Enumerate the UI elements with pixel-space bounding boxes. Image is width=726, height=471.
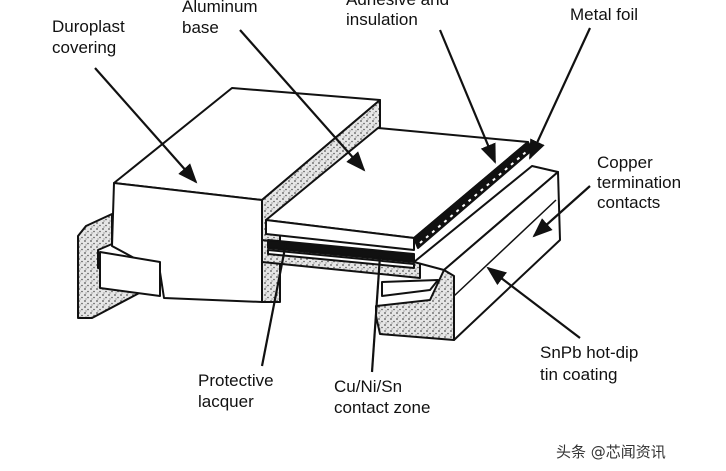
leader-snpb (486, 266, 581, 339)
leader-metal-foil (529, 27, 591, 160)
leader-adhesive (438, 29, 497, 164)
watermark-text: 头条 @芯闻资讯 (556, 443, 666, 461)
leader-copper (532, 185, 591, 238)
right-termination (375, 165, 561, 341)
label-snpb-coating: SnPb hot-dip tin coating (540, 343, 643, 384)
leader-contact-zone (370, 255, 382, 373)
leader-aluminum (239, 29, 366, 172)
label-duroplast: Duroplast covering (52, 17, 130, 57)
label-copper-contacts: Copper termination contacts (597, 153, 686, 212)
label-aluminum-base: Aluminum base (182, 0, 262, 37)
label-contact-zone: Cu/Ni/Sn contact zone (334, 377, 430, 417)
leader-lacquer (260, 242, 288, 367)
label-adhesive-insulation: Adhesive and insulation (346, 0, 454, 29)
label-protective-lacquer: Protective lacquer (198, 371, 278, 411)
labels: Duroplast covering Aluminum base Adhesiv… (52, 0, 686, 417)
label-metal-foil: Metal foil (570, 5, 638, 24)
leader-lines (94, 27, 591, 373)
leader-duroplast (94, 67, 198, 184)
